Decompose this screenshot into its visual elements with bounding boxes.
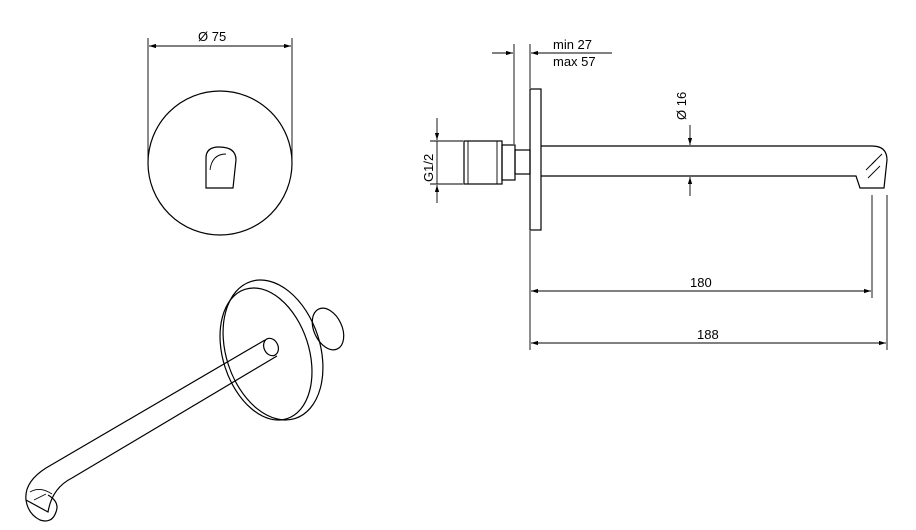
iso-rear-connector	[311, 307, 345, 351]
spout-outlet	[205, 146, 237, 189]
connector	[501, 144, 516, 181]
isometric-view	[25, 279, 345, 522]
flange-plate	[529, 88, 542, 231]
iso-flange-back	[222, 279, 324, 421]
label-diameter-spout: Ø 16	[674, 92, 689, 120]
hatch-2	[871, 153, 883, 165]
spout-outlet-inner	[209, 153, 227, 171]
label-diameter-flange: Ø 75	[198, 29, 226, 44]
label-offset-min: min 27	[553, 37, 592, 52]
label-length-inner: 180	[690, 275, 712, 290]
iso-flange-front	[219, 287, 313, 421]
hatch-3	[867, 165, 881, 179]
iso-pipe	[25, 339, 278, 513]
side-view: G1/2 min 27 max 57 Ø 16 180 188	[421, 37, 888, 350]
label-offset-max: max 57	[553, 54, 596, 69]
iso-outlet-line	[29, 489, 53, 495]
iso-outlet-hatch	[33, 493, 47, 501]
label-length-total: 188	[697, 327, 719, 342]
front-view: Ø 75	[147, 29, 293, 236]
iso-pipe-end	[263, 337, 279, 357]
connector-2	[514, 149, 531, 175]
thread-nut	[463, 140, 503, 185]
spout-pipe	[541, 145, 888, 189]
iso-outlet	[25, 494, 58, 522]
label-thread: G1/2	[421, 154, 436, 182]
flange-circle	[147, 90, 293, 236]
